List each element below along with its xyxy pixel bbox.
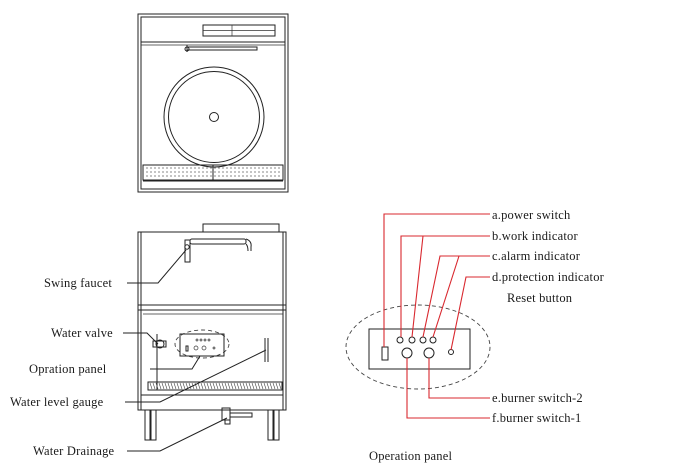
operation-panel-caption: Operation panel	[369, 449, 453, 463]
label-swing-faucet: Swing faucet	[44, 276, 113, 290]
mini-panel-controls	[185, 338, 216, 352]
label-water-valve: Water valve	[51, 326, 113, 340]
label-water-level-gauge: Water level gauge	[10, 395, 104, 409]
label-water-drainage: Water Drainage	[33, 444, 115, 458]
label-burner-switch-1: f.burner switch-1	[492, 411, 582, 425]
panel-leader-lines	[383, 213, 490, 419]
operation-panel-detail	[345, 304, 491, 390]
label-alarm-indicator: c.alarm indicator	[492, 249, 581, 263]
label-work-indicator: b.work indicator	[492, 229, 578, 243]
label-operation-panel-left: Opration panel	[29, 362, 107, 376]
front-grill-hatching	[149, 382, 282, 390]
label-burner-switch-2: e.burner switch-2	[492, 391, 583, 405]
label-protection-indicator: d.protection indicator	[492, 270, 605, 284]
left-leader-lines	[123, 249, 267, 452]
label-reset-button: Reset button	[507, 291, 573, 305]
label-power-switch: a.power switch	[492, 208, 571, 222]
top-view-drawing	[137, 13, 289, 193]
front-view-drawing	[137, 223, 287, 441]
top-grill-dots	[146, 167, 280, 177]
